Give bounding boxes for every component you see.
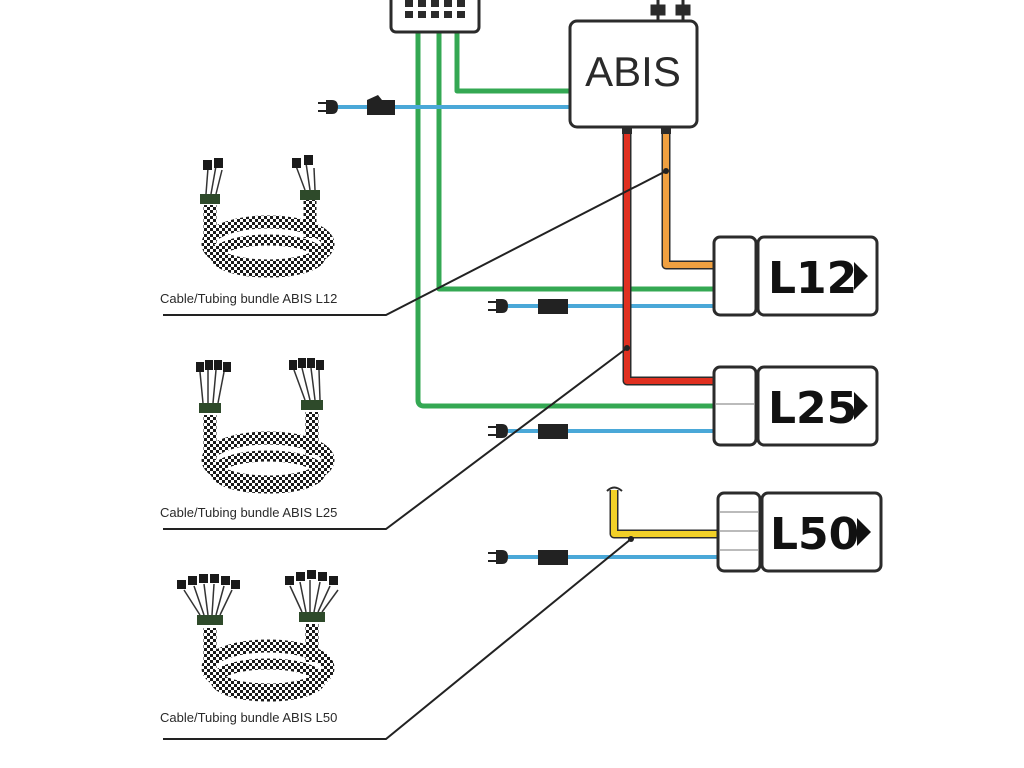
leader-lines	[163, 170, 667, 740]
bundle-caption-l50: Cable/Tubing bundle ABIS L50	[160, 710, 337, 725]
tubing-l12-fill	[663, 130, 716, 268]
play-arrow-icon	[854, 392, 868, 420]
unit-l12: L12	[712, 235, 879, 317]
power-plug-icon	[488, 299, 508, 313]
unit-l12-label: L12	[768, 253, 857, 304]
tubing-port-orange	[661, 126, 671, 134]
tubing-l25-fill	[624, 130, 716, 384]
inline-connector-icon	[367, 100, 395, 115]
unit-l50-label: L50	[770, 509, 859, 560]
abis-label: ABIS	[585, 48, 681, 95]
unit-l50: L50	[716, 491, 883, 573]
plug-group-abis	[318, 95, 395, 115]
leader-line-l25	[163, 347, 628, 530]
unit-l25-box	[756, 365, 879, 447]
tubing-l50-fill	[611, 490, 720, 537]
power-plug-icon	[488, 550, 508, 564]
tubing-l25	[622, 130, 716, 386]
tubing-l50-end	[606, 486, 623, 492]
abis-controller: ABIS	[568, 0, 699, 129]
tubing-l12	[661, 130, 716, 270]
leader-line-l50	[163, 538, 632, 740]
power-plug-icon	[488, 424, 508, 438]
tubing-l50	[609, 490, 720, 539]
unit-l12-connector-block	[712, 235, 758, 317]
leader-line-l12	[163, 170, 667, 316]
unit-l50-box	[760, 491, 883, 573]
unit-l25: L25	[712, 365, 879, 447]
tubing-port-red	[622, 126, 632, 134]
inline-connector-icon	[538, 550, 568, 565]
inline-connector-icon	[538, 424, 568, 439]
unit-l25-label: L25	[768, 383, 857, 434]
bundle-l12	[200, 155, 335, 278]
bundle-l50	[177, 570, 339, 702]
power-plug-icon	[318, 100, 338, 114]
plug-group-l12	[488, 299, 568, 314]
abis-top-ports	[650, 0, 691, 20]
signal-line-abis	[454, 28, 572, 94]
plug-group-l25	[488, 424, 568, 439]
cable-bundle-icon	[177, 155, 339, 702]
unit-l25-connector-block	[712, 365, 758, 447]
bundle-caption-l12: Cable/Tubing bundle ABIS L12	[160, 291, 337, 306]
inline-connector-icon	[538, 299, 568, 314]
unit-l12-box	[756, 235, 879, 317]
play-arrow-icon	[857, 518, 871, 546]
signal-line-l25	[415, 28, 716, 409]
bundle-caption-l25: Cable/Tubing bundle ABIS L25	[160, 505, 337, 520]
abis-box	[568, 19, 699, 129]
plug-group-l50	[488, 550, 568, 565]
bundle-l25	[196, 358, 335, 494]
top-connector-block	[389, 0, 481, 34]
leader-dots	[624, 168, 669, 542]
play-arrow-icon	[854, 262, 868, 290]
inline-connector-tab	[367, 95, 382, 100]
